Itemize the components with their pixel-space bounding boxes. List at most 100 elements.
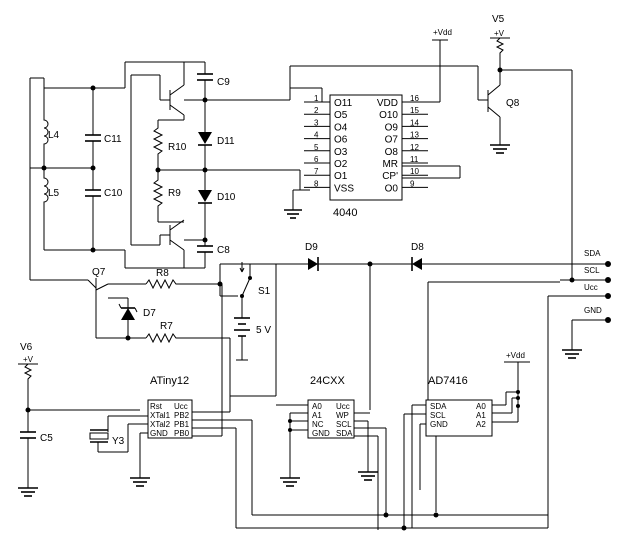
diode-d11 <box>198 132 212 144</box>
inductor-l5 <box>43 168 49 250</box>
attiny-name: ATiny12 <box>150 375 189 387</box>
attiny-pin-xtal2: XTal2 <box>150 420 171 429</box>
connector-scl-label: SCL <box>584 266 600 275</box>
ad7416-pin-scl: SCL <box>430 411 446 420</box>
pin4040-num: 14 <box>410 118 419 127</box>
label-y3: Y3 <box>112 436 125 447</box>
label-d11: D11 <box>217 136 235 147</box>
ad7416-pin-a1: A1 <box>476 411 486 420</box>
resistor-r10 <box>152 120 164 170</box>
ic-ad7416: AD7416 SDA SCL GND A0 A1 A2 +Vdd <box>403 351 530 528</box>
pin4040-name: O6 <box>334 135 348 146</box>
pin4040-name: VSS <box>334 183 354 194</box>
ic-4040-name: 4040 <box>333 207 357 219</box>
pin4040-name: O0 <box>385 183 399 194</box>
pin4040-num: 9 <box>410 179 415 188</box>
pin4040-name: VDD <box>377 98 398 109</box>
diode-d8 <box>412 258 422 270</box>
ad7416-pin-a0: A0 <box>476 402 486 411</box>
diode-d10 <box>198 190 212 202</box>
pin4040-name: O9 <box>385 122 399 133</box>
label-l5: L5 <box>48 188 60 199</box>
pin4040-num: 1 <box>314 94 319 103</box>
connector-ucc-label: Ucc <box>584 283 598 292</box>
attiny-pin-pb1: PB1 <box>174 420 190 429</box>
pin4040-name: O1 <box>334 171 348 182</box>
pin4040-name: O5 <box>334 110 348 121</box>
label-d9: D9 <box>305 242 318 253</box>
24cxx-pin-gnd: GND <box>312 429 330 438</box>
ic-24cxx-name: 24CXX <box>310 375 346 387</box>
label-5v: 5 V <box>256 325 271 336</box>
label-vdd-ad: +Vdd <box>506 351 525 360</box>
resistor-r9 <box>152 170 164 222</box>
pin4040-num: 7 <box>314 167 319 176</box>
label-c10: C10 <box>104 188 123 199</box>
24cxx-pin-a1: A1 <box>312 411 322 420</box>
pin4040-name: O8 <box>385 147 399 158</box>
attiny-pin-gnd: GND <box>150 429 168 438</box>
pin4040-name: MR <box>382 159 398 170</box>
attiny-pin-pb2: PB2 <box>174 411 190 420</box>
ad7416-pin-gnd: GND <box>430 420 448 429</box>
label-l4: L4 <box>48 130 60 141</box>
pin4040-num: 8 <box>314 179 319 188</box>
resistor-r8 <box>145 278 220 290</box>
ad7416-pin-a2: A2 <box>476 420 486 429</box>
pin4040-num: 15 <box>410 106 419 115</box>
label-c8: C8 <box>217 245 230 256</box>
ic-attiny12: ATiny12 Rst XTal1 XTal2 GND Ucc PB2 PB1 … <box>89 284 253 528</box>
24cxx-pin-scl: SCL <box>336 420 352 429</box>
pin4040-num: 13 <box>410 131 419 140</box>
lc-tank-section: C9 D11 R10 C11 L4 R9 D10 C10 L5 C8 <box>41 61 310 269</box>
label-d8: D8 <box>411 242 424 253</box>
resistor-v5 <box>495 37 505 70</box>
24cxx-pin-sda: SDA <box>336 429 353 438</box>
ad7416-pin-sda: SDA <box>430 402 447 411</box>
pin4040-num: 2 <box>314 106 319 115</box>
pin4040-name: O2 <box>334 159 348 170</box>
pin4040-num: 12 <box>410 143 419 152</box>
label-plus-v5: +V <box>494 29 505 38</box>
connector-sda-label: SDA <box>584 249 601 258</box>
ic-ad7416-name: AD7416 <box>428 375 468 387</box>
label-v5: V5 <box>492 14 505 25</box>
attiny-pin-xtal1: XTal1 <box>150 411 171 420</box>
label-r8: R8 <box>156 268 169 279</box>
label-s1: S1 <box>258 286 271 297</box>
bus-section: D9 D8 SDA SCL Ucc GND <box>230 242 611 528</box>
connector-gnd-label: GND <box>584 306 602 315</box>
label-c9: C9 <box>217 77 230 88</box>
label-vdd-top: +Vdd <box>433 28 452 37</box>
24cxx-pin-a0: A0 <box>312 402 322 411</box>
ic-24cxx: 24CXX A0 A1 NC GND Ucc WP SCL SDA <box>276 375 387 530</box>
label-c11: C11 <box>104 134 122 145</box>
inductor-l4 <box>43 88 49 168</box>
diode-d9 <box>308 258 318 270</box>
pin4040-name: O4 <box>334 122 348 133</box>
pin4040-name: O11 <box>334 98 353 109</box>
label-r10: R10 <box>168 142 187 153</box>
input-section: Q7 R8 D7 R7 S1 <box>29 77 300 396</box>
label-r7: R7 <box>160 321 173 332</box>
24cxx-pin-wp: WP <box>336 411 349 420</box>
label-plus-v6: +V <box>23 355 34 364</box>
crystal-y3 <box>89 432 109 440</box>
pin4040-name: O7 <box>385 135 399 146</box>
pin4040-num: 4 <box>314 131 319 140</box>
24cxx-pin-ucc: Ucc <box>336 402 350 411</box>
pin4040-num: 5 <box>314 143 319 152</box>
pin4040-name: O3 <box>334 147 348 158</box>
label-c5: C5 <box>40 433 53 444</box>
label-v6: V6 <box>20 342 33 353</box>
attiny-pin-pb0: PB0 <box>174 429 190 438</box>
zener-d7 <box>121 308 135 320</box>
v6-section: V6 +V C5 <box>18 342 140 497</box>
bottom-routing <box>236 512 548 531</box>
label-q7: Q7 <box>92 267 106 278</box>
q8-section: Q8 V5 +V <box>478 14 573 270</box>
pin4040-num: 6 <box>314 155 319 164</box>
label-d10: D10 <box>217 192 236 203</box>
